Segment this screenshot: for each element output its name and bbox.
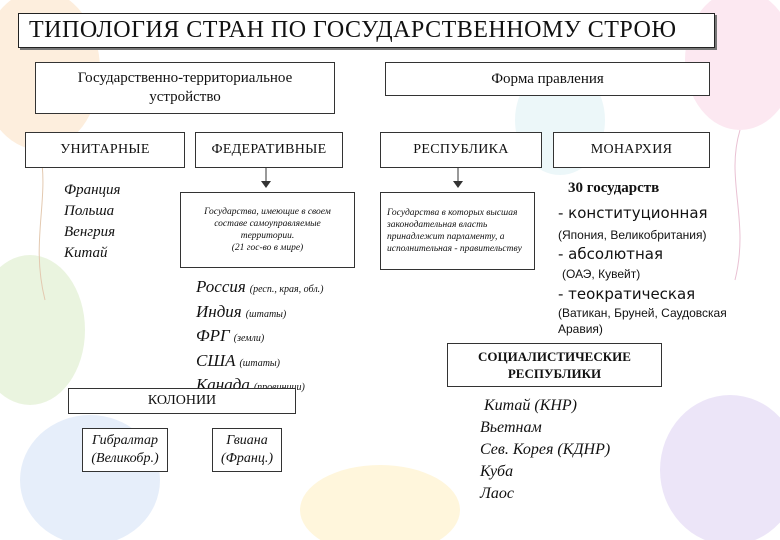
list-item: Сев. Корея (КДНР) [480, 441, 611, 458]
socialist-label: СОЦИАЛИСТИЧЕСКИЕ [478, 349, 631, 364]
colony-owner: (Великобр.) [91, 451, 159, 466]
list-item: Венгрия [64, 224, 116, 240]
category-republic: РЕСПУБЛИКА [380, 132, 542, 168]
federative-definition: Государства, имеющие в своем составе сам… [204, 207, 331, 241]
federative-country-note: (земли) [233, 333, 265, 344]
list-item: Индия(штаты) [196, 301, 324, 326]
socialist-republics-box: СОЦИАЛИСТИЧЕСКИЕ РЕСПУБЛИКИ [447, 343, 662, 387]
balloon-string [734, 129, 741, 281]
balloon-shape [300, 465, 460, 540]
federative-country-note: (штаты) [239, 357, 281, 369]
category-monarchy-label: МОНАРХИЯ [590, 142, 673, 157]
category-federative-label: ФЕДЕРАТИВНЫЕ [211, 142, 327, 157]
monarchy-constitutional: - конституционная [558, 204, 708, 222]
unitary-examples-list: Франция Польша Венгрия Китай [64, 180, 120, 264]
arrow-down-icon [453, 168, 463, 188]
federative-country-note: (респ., края, обл.) [249, 284, 324, 295]
header-government-form: Форма правления [385, 62, 710, 96]
federative-country: ФРГ [196, 326, 230, 345]
header-government-form-text: Форма правления [491, 70, 604, 87]
monarchy-constitutional-examples: (Япония, Великобритания) [558, 228, 707, 242]
federative-country: Россия [196, 277, 246, 296]
page-title: ТИПОЛОГИЯ СТРАН ПО ГОСУДАРСТВЕННОМУ СТРО… [18, 13, 715, 48]
list-item: Китай (КНР) [484, 397, 577, 414]
header-territorial: Государственно-территориальное устройств… [35, 62, 335, 114]
federative-definition-box: Государства, имеющие в своем составе сам… [180, 192, 355, 268]
list-item: Польша [64, 203, 115, 219]
arrow-down-icon [261, 168, 271, 188]
colony-name: Гвиана [226, 433, 268, 448]
category-monarchy: МОНАРХИЯ [553, 132, 710, 168]
header-territorial-text: Государственно-территориальное устройств… [77, 70, 293, 105]
colony-item: Гвиана (Франц.) [212, 428, 282, 472]
monarchy-theocratic-examples: Аравия) [558, 322, 603, 336]
federative-country-note: (провинции) [254, 382, 305, 393]
list-item: Россия(респ., края, обл.) [196, 276, 324, 301]
list-item: ФРГ(земли) [196, 325, 324, 350]
monarchy-absolute-examples: (ОАЭ, Кувейт) [562, 267, 641, 281]
category-republic-label: РЕСПУБЛИКА [413, 142, 509, 157]
socialist-label: РЕСПУБЛИКИ [507, 366, 602, 381]
federative-country-note: (штаты) [245, 308, 287, 320]
list-item: Вьетнам [480, 419, 542, 436]
monarchy-theocratic: - теократическая [558, 285, 696, 303]
federative-country: Индия [196, 301, 242, 321]
category-unitary: УНИТАРНЫЕ [25, 132, 185, 168]
page-title-text: ТИПОЛОГИЯ СТРАН ПО ГОСУДАРСТВЕННОМУ СТРО… [29, 17, 677, 43]
list-item: Китай [64, 245, 108, 261]
colony-name: Гибралтар [91, 433, 159, 448]
category-unitary-label: УНИТАРНЫЕ [60, 142, 150, 157]
colonies-label: КОЛОНИИ [147, 393, 217, 408]
socialist-examples-list: Китай (КНР) Вьетнам Сев. Корея (КДНР) Ку… [480, 395, 610, 505]
list-item: Франция [64, 182, 121, 198]
balloon-shape [0, 255, 85, 405]
colonies-box: КОЛОНИИ [68, 388, 296, 414]
monarchy-absolute: - абсолютная [558, 245, 664, 263]
category-federative: ФЕДЕРАТИВНЫЕ [195, 132, 343, 168]
colony-item: Гибралтар (Великобр.) [82, 428, 168, 472]
list-item: Лаос [480, 485, 514, 502]
republic-definition-box: Государства в которых высшая законодател… [380, 192, 535, 270]
monarchy-count: 30 государств [568, 180, 660, 196]
federative-examples-list: Россия(респ., края, обл.) Индия(штаты) Ф… [196, 276, 324, 399]
list-item: США(штаты) [196, 350, 324, 375]
federative-country: США [196, 350, 236, 370]
republic-definition: Государства в которых высшая законодател… [387, 208, 522, 254]
federative-count: (21 гос-во в мире) [231, 243, 304, 253]
colony-owner: (Франц.) [220, 451, 274, 466]
monarchy-theocratic-examples: (Ватикан, Бруней, Саудовская [558, 306, 727, 320]
list-item: Куба [480, 463, 514, 480]
balloon-shape [660, 395, 780, 540]
